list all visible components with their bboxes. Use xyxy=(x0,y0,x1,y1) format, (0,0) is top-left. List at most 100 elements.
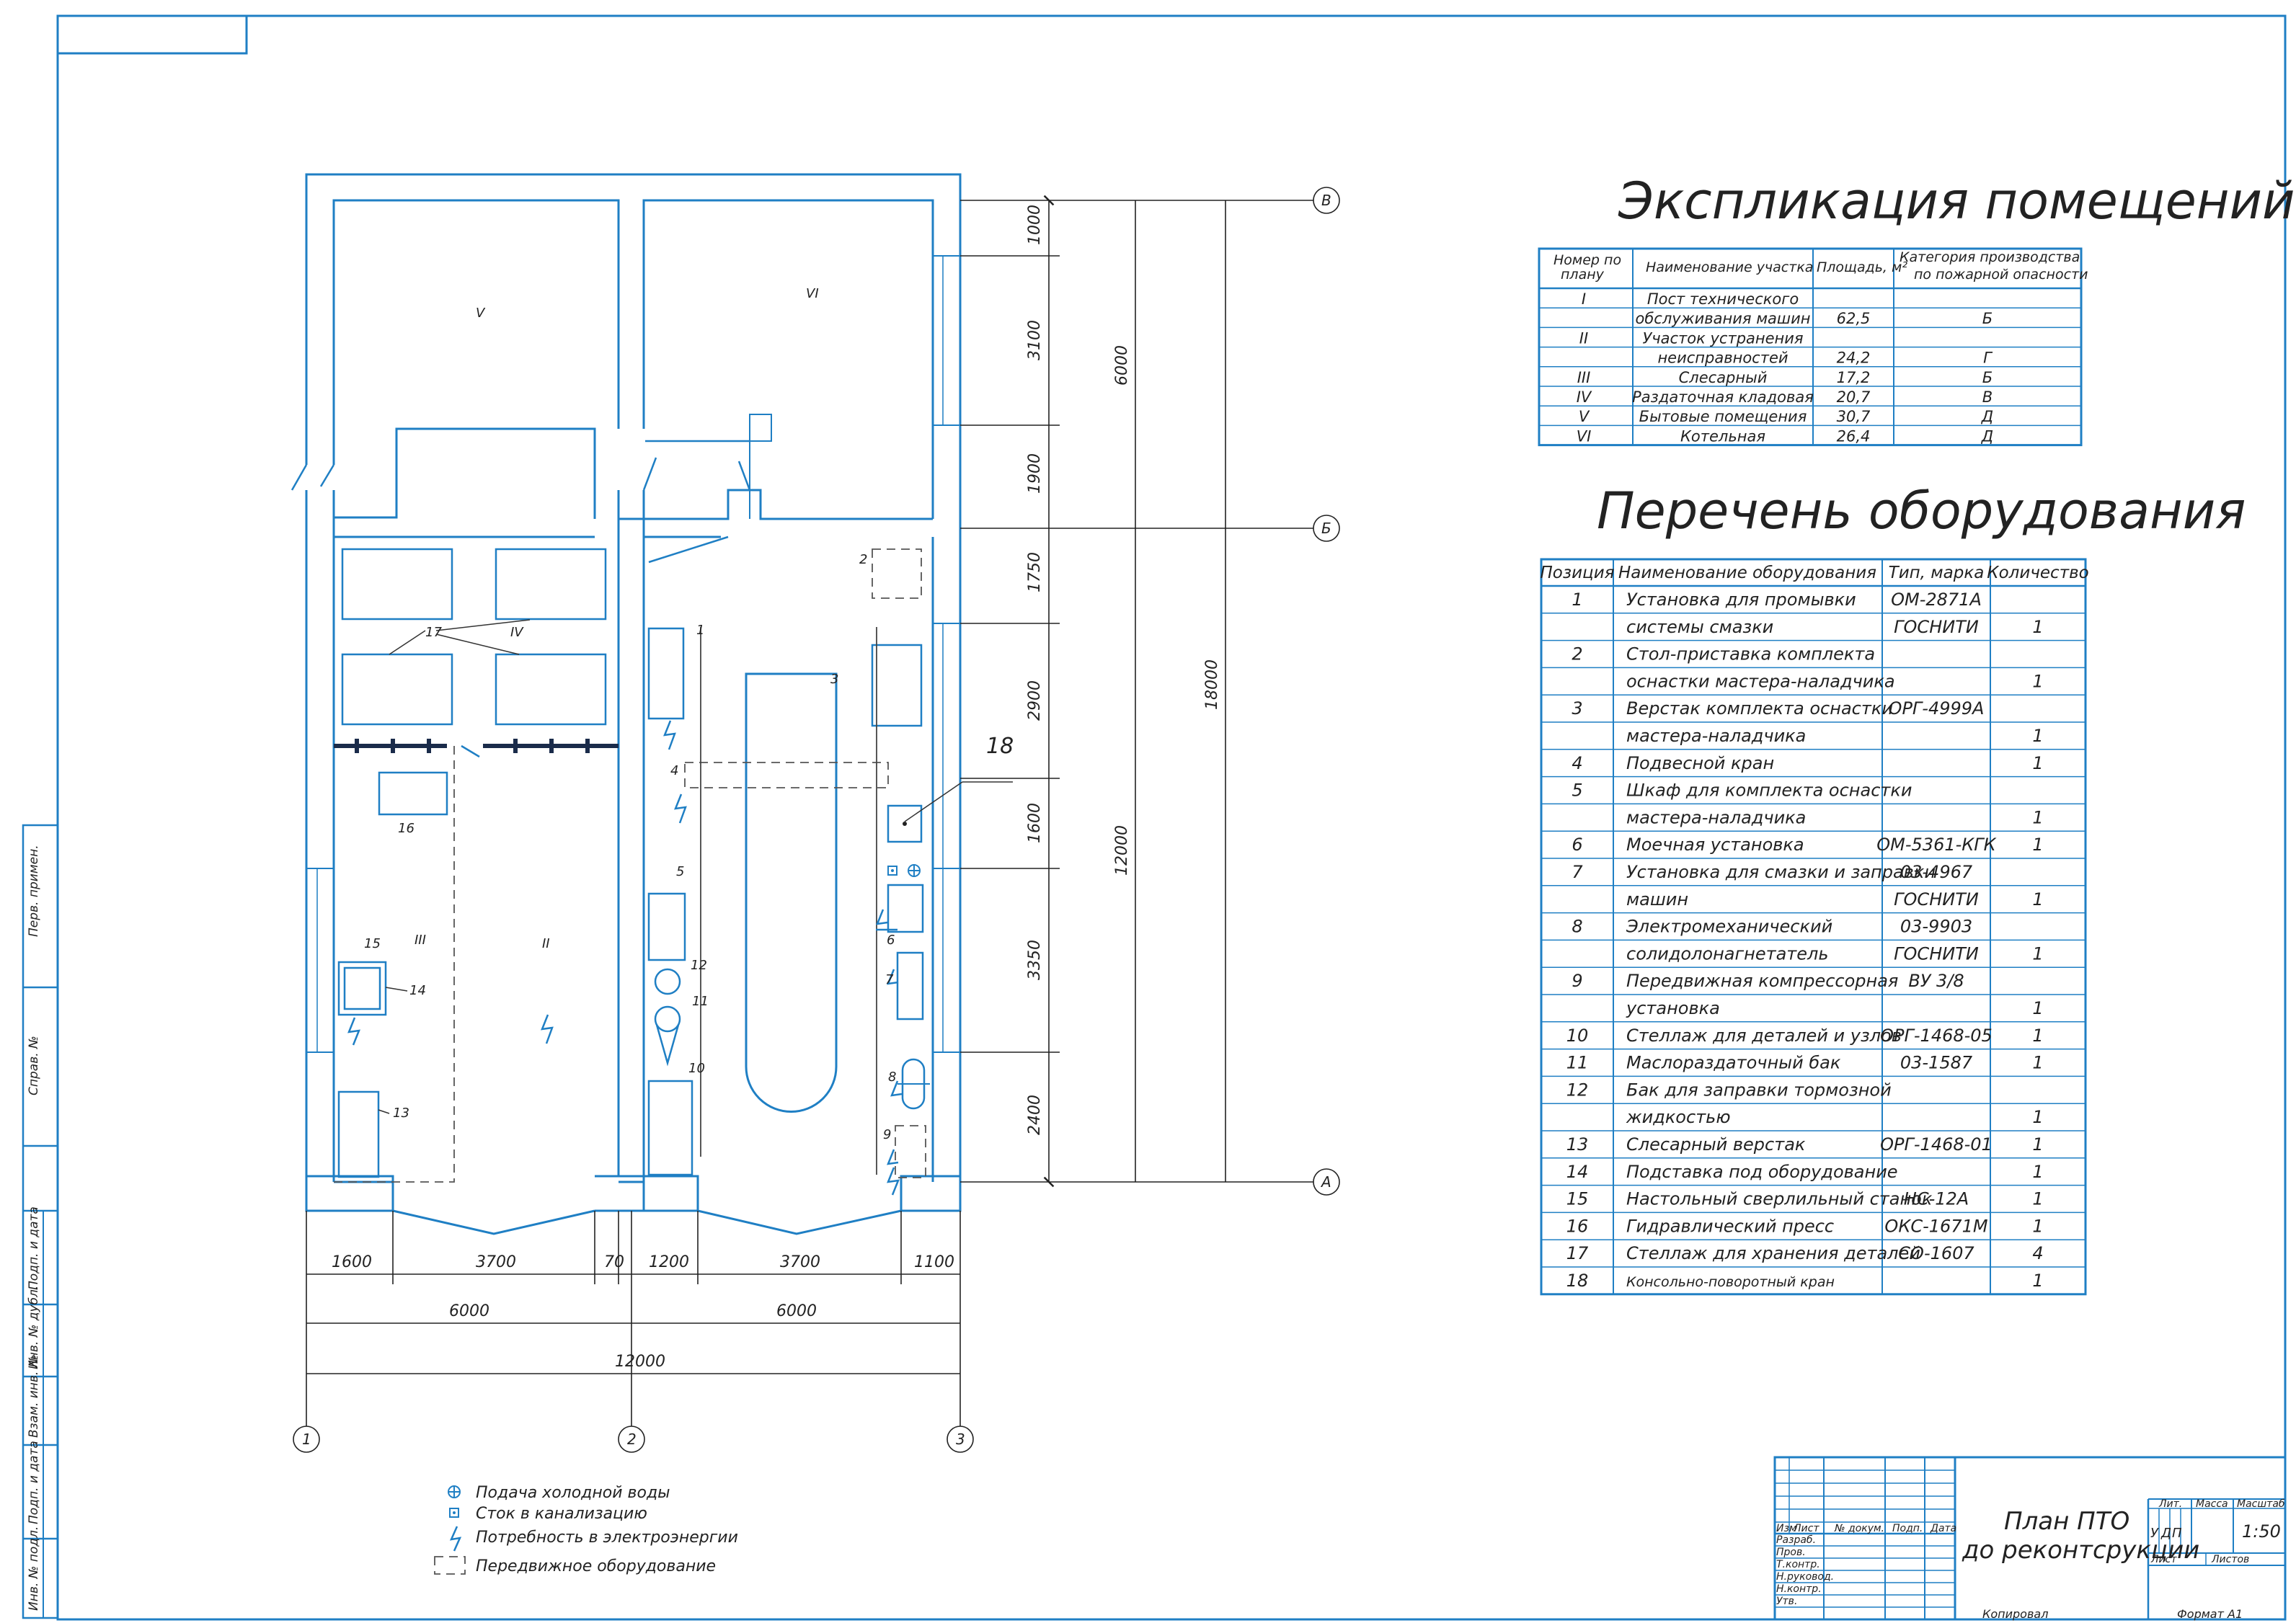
table-cell: Раздаточная кладовая xyxy=(1632,388,1814,406)
dimension-label: 6000 xyxy=(1113,345,1131,386)
equipment-mark: 16 xyxy=(398,821,415,836)
table-header: Наименование оборудования xyxy=(1618,564,1876,582)
table-header: Количество xyxy=(1987,564,2088,582)
side-stamp-label: Справ. № xyxy=(27,1036,41,1095)
table-cell: обслуживания машин xyxy=(1636,310,1811,327)
equipment-mark: 5 xyxy=(676,864,684,879)
table-cell: Консольно-поворотный кран xyxy=(1626,1274,1835,1290)
legend-text: Потребность в электроэнергии xyxy=(476,1529,738,1547)
drawing-subtitle: до реконтсрукции xyxy=(1962,1536,2199,1565)
dimension-label: 1600 xyxy=(332,1253,372,1271)
table-cell: 1 xyxy=(2032,807,2043,827)
table-cell: 1 xyxy=(2032,726,2043,746)
table-cell: СО-1607 xyxy=(1898,1243,1974,1263)
side-stamp-label: Инв. № дубл. xyxy=(27,1286,41,1369)
table-cell: 18 xyxy=(1566,1271,1589,1291)
table-cell: II xyxy=(1579,329,1588,347)
table-cell: ОРГ-1468-05 xyxy=(1880,1026,1993,1046)
equipment-mark: 17 xyxy=(425,625,442,640)
side-stamp-label: Подп. и дата xyxy=(27,1441,41,1524)
table-cell: 17 xyxy=(1566,1243,1589,1263)
table-cell: Моечная установка xyxy=(1626,835,1804,855)
table-cell: Б xyxy=(1982,369,1993,386)
power-icon xyxy=(449,1526,462,1552)
table-header: Категория производства xyxy=(1900,249,2080,265)
equipment-mark: 11 xyxy=(692,994,709,1009)
equipment-mark: 3 xyxy=(830,672,838,687)
table-cell: Бак для заправки тормозной xyxy=(1626,1080,1892,1100)
table-cell: 12 xyxy=(1566,1080,1589,1100)
side-stamp-label: Перв. примен. xyxy=(27,845,41,937)
axis-mark: 1 xyxy=(302,1431,311,1448)
table-cell: системы смазки xyxy=(1626,617,1773,637)
table-cell: 1 xyxy=(2032,998,2043,1018)
corner-stamp xyxy=(56,14,248,55)
table-cell: 15 xyxy=(1566,1189,1589,1209)
equipment-mark: 12 xyxy=(691,958,707,973)
table-cell: 7 xyxy=(1572,862,1583,882)
table-header: Наименование участка xyxy=(1646,259,1813,275)
table-cell: 03-9903 xyxy=(1900,917,1972,937)
dimension-label: 1600 xyxy=(1026,803,1044,843)
title-block-header: Подп. xyxy=(1892,1523,1923,1534)
table-cell: В xyxy=(1982,388,1993,406)
table-cell: 1 xyxy=(2032,1189,2043,1209)
table-cell: 8 xyxy=(1572,917,1582,937)
legend: Подача холодной воды Сток в канализацию … xyxy=(434,1484,738,1575)
table-cell: Маслораздаточный бак xyxy=(1626,1053,1841,1073)
table-cell: ГОСНИТИ xyxy=(1894,943,1979,964)
table-header: Тип, марка xyxy=(1889,564,1985,582)
table-cell: 1 xyxy=(2032,1026,2043,1046)
table-cell: 6 xyxy=(1572,835,1582,855)
dimension-label: 12000 xyxy=(615,1353,665,1371)
table-cell: 20,7 xyxy=(1837,388,1871,406)
table-cell: 1 xyxy=(2032,1134,2043,1155)
dimension-label: 3700 xyxy=(780,1253,820,1271)
title-block-role: Т.контр. xyxy=(1776,1559,1820,1570)
title-block-role: Н.контр. xyxy=(1776,1583,1822,1595)
table-cell: ВУ 3/8 xyxy=(1908,971,1964,991)
table-cell: Настольный сверлильный станок xyxy=(1626,1189,1933,1209)
table-cell: Котельная xyxy=(1680,427,1765,445)
dimension-label: 6000 xyxy=(776,1302,817,1320)
dimension-label: 70 xyxy=(604,1253,624,1271)
table-cell: установка xyxy=(1626,998,1720,1018)
scale-value: 1:50 xyxy=(2242,1521,2281,1542)
title-block-role: Утв. xyxy=(1776,1596,1797,1607)
axis-mark: А xyxy=(1320,1173,1331,1191)
table-cell: 10 xyxy=(1566,1026,1589,1046)
dimension-label: 2400 xyxy=(1026,1095,1044,1135)
title-block-header: Изм xyxy=(1776,1523,1797,1534)
equipment-mark: 10 xyxy=(688,1061,705,1076)
table-cell: 1 xyxy=(2032,835,2043,855)
equipment-mark: 4 xyxy=(670,763,678,778)
table-cell: 17,2 xyxy=(1837,369,1871,386)
table-cell: Участок устранения xyxy=(1642,329,1803,347)
dimension-label: 2900 xyxy=(1026,680,1044,721)
table-cell: Верстак комплекта оснастки xyxy=(1626,698,1893,719)
title-block: Изм Лист № докум. Подп. Дата Разраб. Про… xyxy=(1773,1456,2287,1621)
table-cell: I xyxy=(1582,290,1586,308)
table-header: Номер по xyxy=(1553,252,1621,268)
drawing-title: План ПТО xyxy=(2004,1507,2129,1536)
table-cell: мастера-наладчика xyxy=(1626,726,1806,746)
equipment-mark: 18 xyxy=(986,734,1014,759)
dimension-label: 1100 xyxy=(914,1253,954,1271)
title-block-role: Разраб. xyxy=(1776,1534,1816,1546)
table-cell: неисправностей xyxy=(1657,350,1788,367)
table-cell: 5 xyxy=(1572,781,1582,801)
table-cell: Д xyxy=(1981,427,1993,445)
table-cell: 14 xyxy=(1566,1162,1589,1182)
table-cell: машин xyxy=(1626,889,1688,910)
equipment-mark: 15 xyxy=(364,936,381,951)
table-header: плану xyxy=(1561,267,1605,283)
title-block-sheet-label: Лист xyxy=(2150,1554,2177,1565)
axis-mark: В xyxy=(1321,192,1331,209)
room-label: V xyxy=(476,306,486,321)
table-cell: ОРГ-4999А xyxy=(1889,698,1985,719)
table-cell: ОРГ-1468-01 xyxy=(1880,1134,1993,1155)
table-cell: Гидравлический пресс xyxy=(1626,1216,1834,1236)
table-cell: 62,5 xyxy=(1837,310,1871,327)
